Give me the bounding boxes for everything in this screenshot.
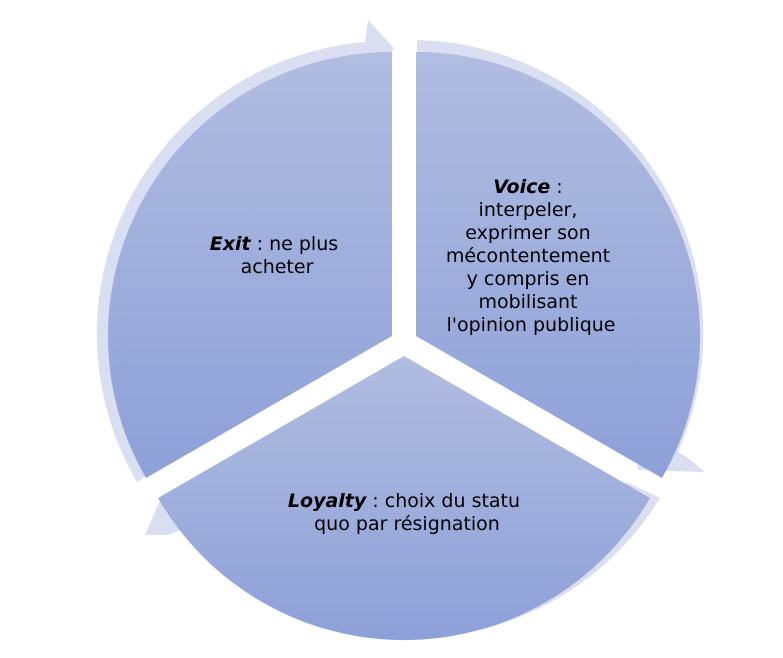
- voice-line-7: l'opinion publique: [446, 314, 615, 336]
- voice-keyword: Voice: [493, 176, 550, 198]
- loyalty-keyword: Loyalty: [288, 490, 368, 512]
- loyalty-line-1: : choix du statu: [366, 490, 520, 512]
- voice-line-3: exprimer son: [465, 222, 590, 244]
- segment-voice: [416, 51, 701, 478]
- voice-line-4: mécontentement: [446, 245, 610, 267]
- loyalty-label: Loyalty : choix du statu quo par résigna…: [288, 490, 526, 535]
- loyalty-line-2: quo par résignation: [314, 513, 500, 535]
- segment-exit: [107, 51, 392, 478]
- cycle-arrow-to-voice: [417, 40, 705, 472]
- voice-label: Voice : interpeler, exprimer son méconte…: [446, 176, 616, 336]
- exit-label: Exit : ne plus acheter: [210, 233, 344, 278]
- voice-line-1: :: [550, 176, 562, 198]
- voice-line-6: mobilisant: [478, 291, 577, 313]
- voice-line-2: interpeler,: [479, 199, 578, 221]
- exit-line-2: acheter: [241, 256, 314, 278]
- exit-keyword: Exit: [210, 233, 252, 255]
- voice-line-5: y compris en: [467, 268, 590, 290]
- exit-line-1: : ne plus: [251, 233, 339, 255]
- segment-loyalty: [158, 356, 650, 641]
